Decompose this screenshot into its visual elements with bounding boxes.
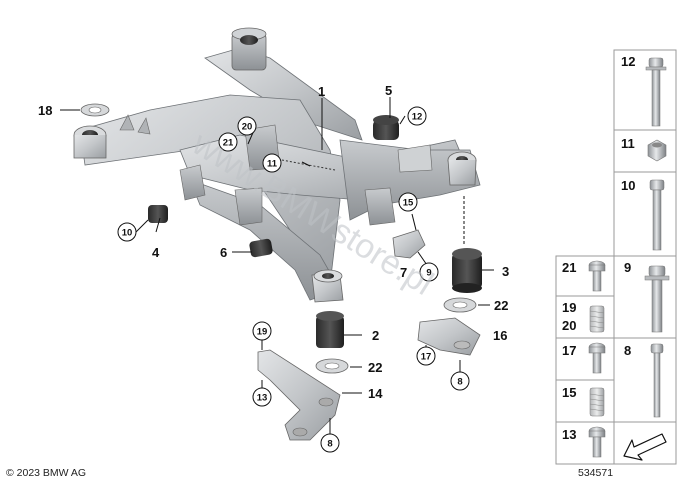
svg-text:12: 12 [412,112,423,123]
bracket-7 [392,229,426,259]
svg-text:8: 8 [327,439,332,450]
callout-18: 18 [38,103,52,118]
rubber-mount-2 [316,311,344,348]
circled-callout-9: 9 [419,262,439,282]
circled-callout-8-bottom: 8 [320,433,340,453]
table-label-21: 21 [562,260,576,275]
parts-table: 12 11 10 9 8 21 19 20 17 15 13 [555,49,677,465]
rear-axle-subframe [73,27,481,303]
callout-2: 2 [372,328,379,343]
table-label-17: 17 [562,343,576,358]
copyright: © 2023 BMW AG [6,467,86,479]
svg-text:9: 9 [426,268,431,279]
table-label-9: 9 [624,260,631,275]
callout-22-left: 22 [368,360,382,375]
washer-22-right [443,297,477,313]
direction-arrow-icon [623,433,667,461]
washer-22-left [315,358,349,374]
callout-22-right: 22 [494,298,508,313]
svg-text:11: 11 [267,159,278,170]
svg-text:10: 10 [122,228,133,239]
circled-callout-17: 17 [416,346,436,366]
svg-text:21: 21 [223,138,234,149]
threaded-insert-19-20-icon [589,305,605,333]
table-label-15: 15 [562,385,576,400]
callout-1: 1 [318,84,325,99]
table-label-12: 12 [621,54,635,69]
image-number: 534571 [578,467,613,479]
bracket-16 [417,317,481,356]
screw-13-icon [588,426,606,458]
callout-14: 14 [368,386,383,401]
callout-6: 6 [220,245,227,260]
table-label-13: 13 [562,427,576,442]
nut-11-icon [647,139,667,162]
screw-21-icon [588,260,606,292]
callout-3: 3 [502,264,509,279]
callout-4: 4 [152,245,160,260]
svg-text:20: 20 [242,122,253,133]
screw-17-icon [588,342,606,374]
circled-callout-15: 15 [398,192,418,212]
table-label-20: 20 [562,318,576,333]
circled-callout-8-right: 8 [450,371,470,391]
bolt-9-icon [644,265,670,333]
svg-text:13: 13 [257,393,268,404]
rubber-mount-3 [452,248,482,293]
svg-text:19: 19 [257,327,268,338]
circled-callout-21: 21 [218,132,238,152]
circled-callout-13: 13 [252,387,272,407]
table-label-19: 19 [562,300,576,315]
washer-18 [80,103,110,117]
callouts: 1 2 3 4 5 6 7 14 16 18 22 22 12 20 21 11… [38,83,509,453]
table-label-8: 8 [624,343,631,358]
svg-text:17: 17 [421,352,432,363]
svg-text:8: 8 [457,377,462,388]
bolt-10-icon [649,179,665,251]
circled-callout-19: 19 [252,321,272,341]
table-label-11: 11 [621,136,635,151]
bracket-14 [257,349,341,441]
circled-callout-11: 11 [262,153,282,173]
bolt-12-icon [645,57,667,127]
callout-7: 7 [400,265,407,280]
svg-text:15: 15 [403,198,414,209]
circled-callout-10: 10 [117,222,137,242]
bolt-8-icon [650,343,664,418]
callout-16: 16 [493,328,507,343]
callout-5: 5 [385,83,392,98]
circled-callout-20: 20 [237,116,257,136]
table-label-10: 10 [621,178,635,193]
circled-callout-12-top: 12 [407,106,427,126]
threaded-insert-15-icon [589,387,605,417]
